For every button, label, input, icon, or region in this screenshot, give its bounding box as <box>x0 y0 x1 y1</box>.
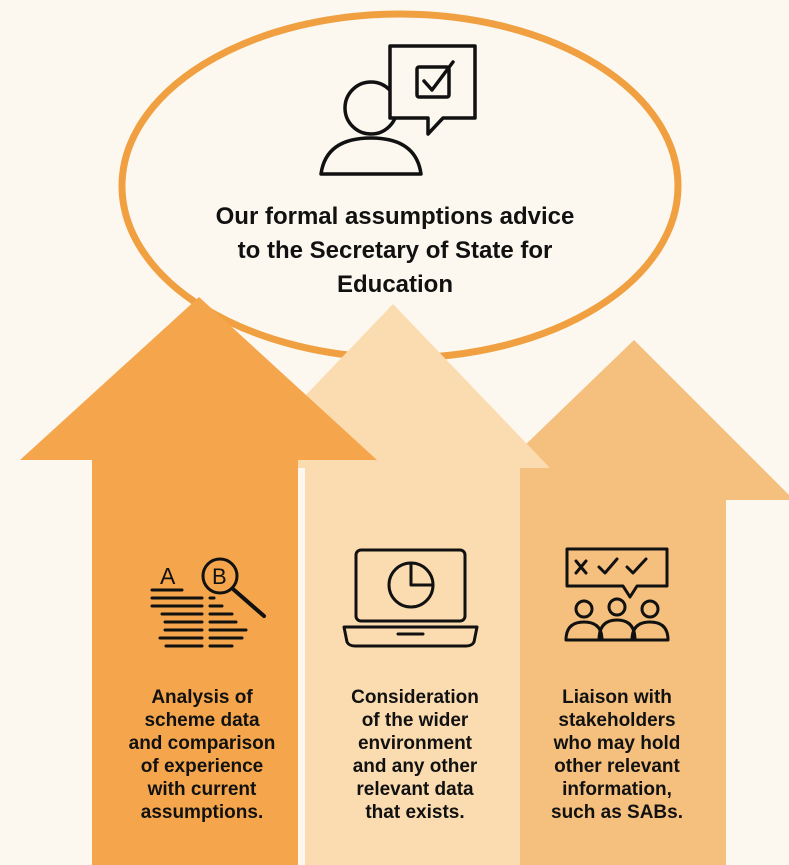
arrow-right <box>468 340 789 865</box>
caption-line: who may hold <box>553 733 681 754</box>
caption-line: information, <box>562 779 672 800</box>
caption-line: such as SABs. <box>551 802 683 823</box>
title-line-2: to the Secretary of State for <box>237 237 553 264</box>
advisor-checklist-icon <box>319 44 477 176</box>
ab-comparison-magnifier-icon: A B <box>150 557 266 648</box>
stakeholders-discussion-icon <box>564 547 670 642</box>
caption-line: that exists. <box>365 802 465 823</box>
caption-line: environment <box>357 733 473 754</box>
caption-line: of experience <box>140 756 264 777</box>
caption-line: Analysis of <box>151 687 253 708</box>
caption-line: with current <box>147 779 257 800</box>
caption-line: other relevant <box>554 756 680 777</box>
laptop-pie-chart-icon <box>342 548 479 648</box>
caption-line: assumptions. <box>140 802 264 823</box>
svg-text:A: A <box>160 563 176 589</box>
caption-line: relevant data <box>356 779 474 800</box>
caption-line: Liaison with <box>562 687 672 708</box>
caption-line: Consideration <box>351 687 479 708</box>
caption-line: of the wider <box>361 710 469 731</box>
svg-text:B: B <box>212 564 227 589</box>
caption-line: scheme data <box>144 710 260 731</box>
analysis-caption: Analysis of scheme data and comparison o… <box>92 686 312 824</box>
caption-line: stakeholders <box>558 710 676 731</box>
arrow-left <box>20 297 377 865</box>
advice-title: Our formal assumptions advice to the Sec… <box>170 200 620 302</box>
liaison-caption: Liaison with stakeholders who may hold o… <box>522 686 712 824</box>
caption-line: and any other <box>352 756 478 777</box>
title-line-1: Our formal assumptions advice <box>215 203 575 230</box>
title-line-3: Education <box>336 271 453 298</box>
caption-line: and comparison <box>128 733 276 754</box>
consideration-caption: Consideration of the wider environment a… <box>315 686 515 824</box>
